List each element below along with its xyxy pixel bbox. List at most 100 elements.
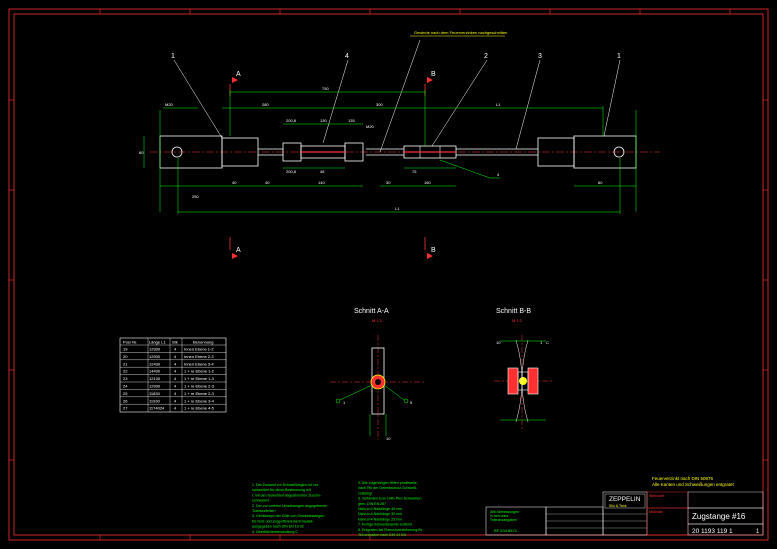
dim-d10: 60 xyxy=(598,180,603,185)
notes-col-1: 1. Der Zustand vor Schweißbeginn ist vor… xyxy=(252,483,327,534)
dim-overall-bottom: L1 xyxy=(395,206,400,211)
section-b-title: Schnitt B-B xyxy=(496,308,531,315)
dim-left-half: 280 xyxy=(262,102,269,107)
note-line: für Nutz und Zugpufferelement bauteil- xyxy=(252,519,314,523)
table-cell: Innen Ebene 3-4 xyxy=(184,361,214,366)
note-line: ausgegeben nach DIN EN 10 02 xyxy=(252,525,304,529)
note-line: 4. Oberflächenbehandlung C xyxy=(252,530,298,534)
table-cell: 26 xyxy=(123,398,128,403)
section-b-label-c: C xyxy=(546,340,549,345)
note-line: 3. Gehäusepn der Güte von Gewindestangen xyxy=(252,514,324,518)
table-header-name: Benennung xyxy=(193,340,213,345)
table-cell: 1 + re Ebene 2-3 xyxy=(184,384,215,389)
table-cell: 1 + re Ebene 1-2 xyxy=(184,369,215,374)
material-label: Werkstoff xyxy=(649,494,664,498)
table-cell: 1 + re Ebene 2-3 xyxy=(184,391,215,396)
table-cell: 1 + re Ebene 4-5 xyxy=(184,406,215,411)
table-cell: 24 xyxy=(123,384,128,389)
dim-top-total: 750 xyxy=(322,86,329,91)
dim-d2: 200,8 xyxy=(286,169,297,174)
dim-overall: L1 xyxy=(496,102,501,107)
balloon-3: 3 xyxy=(538,53,542,60)
table-cell: 4 xyxy=(174,361,177,366)
leaders xyxy=(173,39,621,153)
note-line: gem. DIN EN 287 xyxy=(358,502,386,506)
left-bolt-hole xyxy=(171,146,183,158)
balloon-2: 2 xyxy=(484,53,488,60)
note-line: 2. Der vor unteren Umsetzungen angegeben… xyxy=(252,504,327,508)
section-a-scale: M 1:2 xyxy=(372,318,383,323)
table-cell: 4 xyxy=(174,354,177,359)
dim-d8: 140 xyxy=(318,180,325,185)
section-mark-a-bottom: A xyxy=(236,247,241,254)
table-cell: 25 xyxy=(123,391,128,396)
dim-d12: 40 xyxy=(265,180,270,185)
small-box-number: BF 534 8572 xyxy=(494,528,518,533)
section-b-view: Schnitt B-B M 1:2 10 1 C xyxy=(494,308,552,430)
table-cell: 14430 xyxy=(149,369,161,374)
company-logo-text: ZEPPELIN xyxy=(609,496,641,503)
table-cell: 11930 xyxy=(149,398,161,403)
table-cell: 12930 xyxy=(149,347,161,352)
table-cell: 4 xyxy=(174,398,177,403)
table-cell: 1 + re Ebene 3-4 xyxy=(184,398,215,403)
section-b-label-10: 10 xyxy=(496,340,501,345)
table-cell: Innen Ebene 2-3 xyxy=(184,354,214,359)
small-box-2: in mm ohne xyxy=(490,514,508,518)
note-line: L mit den Gelenkteil abgestimmten Zuschn… xyxy=(252,493,322,497)
section-a-title: Schnitt A-A xyxy=(354,308,389,315)
title-block: Alle Abmessungen in mm ohne Toleranzanga… xyxy=(485,491,764,536)
dimension-lines xyxy=(143,90,637,214)
table-cell: 12130 xyxy=(149,376,161,381)
table-cell: 4 xyxy=(174,376,177,381)
table-cell: 1174024 xyxy=(149,406,165,411)
note-line: Toleranzfehler! xyxy=(252,509,276,513)
table-cell: Innen Ebene 1-2 xyxy=(184,347,214,352)
dim-d9: 30 xyxy=(386,180,391,185)
table-cell: 22 xyxy=(123,369,128,374)
table-cell: 4 xyxy=(174,391,177,396)
small-box-3: Toleranzangaben xyxy=(490,518,517,522)
table-header-pos: Pos/ Nr. xyxy=(123,340,137,345)
note-line: 1. Der Zustand vor Schweißbeginn ist vor… xyxy=(252,483,320,487)
section-a-view: Schnitt A-A M 1:2 1 5 10 xyxy=(330,308,426,441)
section-b-scale: M 1:2 xyxy=(512,318,523,323)
note-line: schweißen für diese Bestimmung mit xyxy=(252,488,311,492)
table-cell: 11830 xyxy=(149,391,161,396)
dim-d1: 200,8 xyxy=(286,118,297,123)
parts-table: Pos/ Nr. Länge L1 Stk Benennung 19 12930 4… xyxy=(119,337,227,413)
note-line: zulässig! xyxy=(358,491,372,495)
balloon-1-right: 1 xyxy=(617,53,621,60)
table-cell: 1 + re Ebene 1-3 xyxy=(184,376,215,381)
thread-note: Gewinde nach dem Feuerverzinken nachgesc… xyxy=(414,30,507,35)
section-b-label-1: 1 xyxy=(540,340,543,345)
dim-d4: M20 xyxy=(366,124,375,129)
note-line: nach Teil der Gelenkschutz-Schweiß- xyxy=(358,486,418,490)
section-a-label-5: 5 xyxy=(410,400,413,405)
dim-plate-h: 60 xyxy=(139,150,144,155)
table-cell: 19 xyxy=(123,347,128,352)
section-mark-b-bottom: B xyxy=(431,247,436,254)
dim-d7: 40 xyxy=(232,180,237,185)
note-line: Naht a=4 Nahtlänge 25 mm xyxy=(358,517,402,521)
note-line: Naht a=4 Nahtlänge 30 mm xyxy=(358,512,402,516)
note-line: schneiden! xyxy=(252,499,269,503)
table-cell: 12430 xyxy=(149,361,161,366)
table-cell: 12930 xyxy=(149,384,161,389)
company-sub: Silo & Tank xyxy=(609,504,627,508)
dim-d5: 130 xyxy=(320,118,327,123)
table-cell: 12930 xyxy=(149,354,161,359)
note-line: 8. Entgraten als Flanschversicherung für xyxy=(358,528,423,532)
balloon-4: 4 xyxy=(345,53,349,60)
table-header-qty: Stk xyxy=(172,340,178,345)
frame-ticks xyxy=(9,9,768,540)
dim-weld: 4 xyxy=(497,172,500,177)
note-line: Teil enthalten nach DIN 14 EN xyxy=(358,533,407,537)
table-header-length: Länge L1 xyxy=(149,340,166,345)
dim-d6: 135 xyxy=(348,118,355,123)
table-cell: 21 xyxy=(123,361,128,366)
deburr-note: Alle Kanten und Schweißungen entgratet xyxy=(652,482,735,487)
balloon-1-left: 1 xyxy=(171,53,175,60)
note-line: 7. Fertige Schweißnaehte entfernt xyxy=(358,523,412,527)
